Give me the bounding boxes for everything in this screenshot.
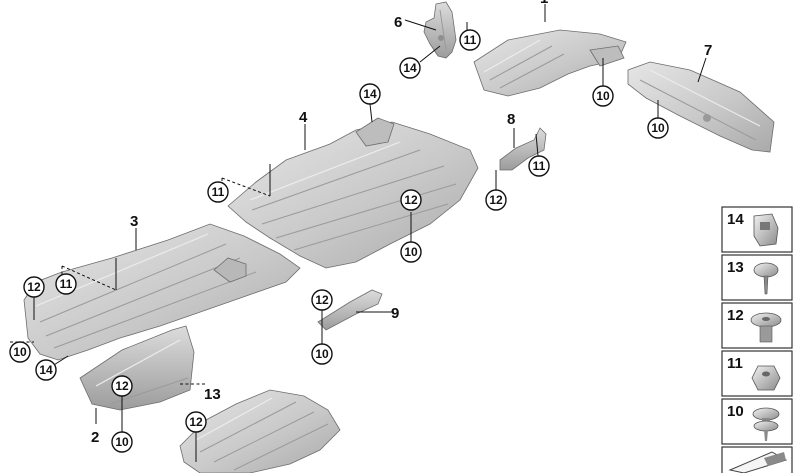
legend-item-14: 14 [721, 206, 793, 253]
callout-7: 7 [704, 42, 712, 59]
svg-text:10: 10 [727, 403, 744, 420]
callout-ring: 10 [9, 341, 31, 363]
screw-icon [753, 262, 779, 295]
svg-text:14: 14 [39, 363, 53, 377]
callout-3: 3 [130, 213, 138, 230]
callout-ring: 10 [647, 117, 669, 139]
clip-nut-icon [753, 213, 779, 247]
svg-text:10: 10 [315, 347, 329, 361]
legend-item-10: 10 [721, 398, 793, 445]
callout-ring: 12 [311, 289, 333, 311]
svg-text:10: 10 [596, 89, 610, 103]
part-9-strip [317, 289, 383, 331]
legend-item-13: 13 [721, 254, 793, 301]
collar-screw-icon [752, 407, 780, 441]
callout-4: 4 [299, 109, 308, 126]
part-6-bracket [423, 1, 457, 59]
svg-text:12: 12 [727, 307, 744, 324]
svg-text:12: 12 [404, 193, 418, 207]
svg-text:11: 11 [60, 277, 73, 291]
callout-ring: 11 [528, 155, 550, 177]
svg-text:12: 12 [115, 379, 129, 393]
callout-ring: 12 [400, 189, 422, 211]
svg-text:11: 11 [212, 185, 225, 199]
hex-nut-icon [751, 365, 781, 391]
part-1-panel [473, 29, 627, 97]
callout-ring: 12 [185, 411, 207, 433]
svg-text:11: 11 [533, 159, 546, 173]
callout-ring: 14 [35, 359, 57, 381]
part-3-panel [23, 223, 301, 361]
legend-item-partial [721, 446, 793, 473]
callout-13: 13 [204, 386, 221, 403]
collar-nut-icon [750, 312, 782, 343]
svg-text:12: 12 [315, 293, 329, 307]
callout-ring: 12 [23, 276, 45, 298]
svg-text:13: 13 [727, 259, 744, 276]
svg-text:11: 11 [464, 33, 477, 47]
callout-ring: 11 [55, 273, 77, 295]
callout-ring: 10 [400, 241, 422, 263]
part-5-tray [179, 389, 341, 473]
svg-text:12: 12 [189, 415, 203, 429]
callout-ring: 14 [399, 57, 421, 79]
svg-text:12: 12 [27, 280, 41, 294]
callout-ring: 10 [311, 343, 333, 365]
part-8-bracket [499, 127, 547, 171]
callout-ring: 11 [459, 29, 481, 51]
callout-labels: 1 2 3 4 6 7 8 9 13 [91, 0, 712, 446]
part-7-channel [627, 61, 775, 153]
callout-ring: 11 [207, 181, 229, 203]
callout-1: 1 [540, 0, 548, 7]
callout-ring: 14 [359, 83, 381, 105]
svg-text:12: 12 [489, 193, 503, 207]
callout-8: 8 [507, 111, 515, 128]
svg-text:10: 10 [651, 121, 665, 135]
svg-text:10: 10 [13, 345, 27, 359]
legend-item-12: 12 [721, 302, 793, 349]
callout-ring: 10 [592, 85, 614, 107]
callout-6: 6 [394, 14, 402, 31]
part-2-shield [79, 325, 195, 411]
callout-ring: 12 [485, 189, 507, 211]
svg-text:10: 10 [115, 435, 129, 449]
svg-text:14: 14 [727, 211, 744, 228]
part-4-panel [227, 117, 479, 269]
legend-item-11: 11 [721, 350, 793, 397]
svg-text:14: 14 [403, 61, 417, 75]
svg-text:10: 10 [404, 245, 418, 259]
callout-ring: 10 [111, 431, 133, 453]
callout-2: 2 [91, 429, 99, 446]
callout-9: 9 [391, 305, 399, 322]
circled-callouts: 11 14 10 10 14 11 12 10 12 11 11 12 10 1… [9, 29, 669, 453]
svg-text:11: 11 [727, 355, 743, 372]
svg-text:14: 14 [363, 87, 377, 101]
fastener-legend: 14 13 12 11 [721, 206, 793, 473]
callout-ring: 12 [111, 375, 133, 397]
